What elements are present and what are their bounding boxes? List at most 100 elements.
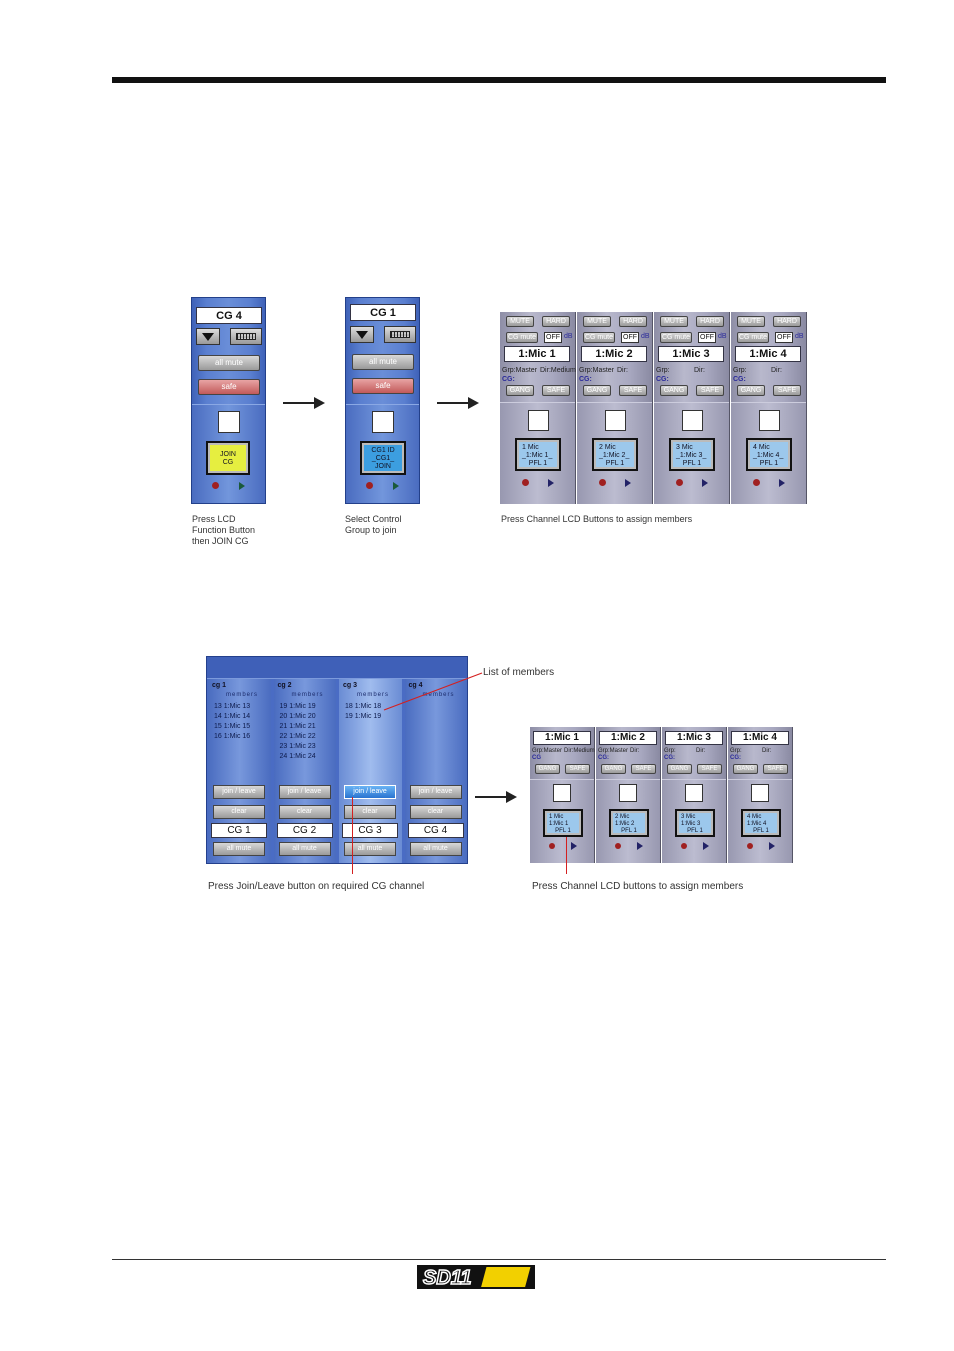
label-list-of-members: List of members — [483, 667, 555, 678]
channel-lcd-button[interactable]: 3 Mic_1:Mic 3_PFL 1 — [669, 438, 715, 471]
dropdown-arrow-icon[interactable] — [350, 326, 374, 343]
safe-button[interactable]: SAFE — [697, 764, 722, 774]
channel-name[interactable]: 1:Mic 3 — [658, 346, 724, 362]
lcd-function-button[interactable]: JOIN CG — [206, 441, 250, 475]
mute-button[interactable]: MUTE — [660, 316, 688, 327]
all-mute-button[interactable]: all mute — [409, 842, 462, 856]
cg-mute-button[interactable]: CG mute — [660, 332, 692, 343]
channel-lcd-button[interactable]: 4 Mic_1:Mic 4_PFL 1 — [746, 438, 792, 471]
keyboard-icon[interactable] — [230, 328, 262, 345]
member-item[interactable]: 18 1:Mic 18 — [345, 703, 382, 710]
join-leave-button[interactable]: join / leave — [213, 785, 265, 799]
gang-button[interactable]: GANG — [737, 385, 765, 396]
channel-name[interactable]: 1:Mic 4 — [731, 731, 789, 745]
channel-lcd-button[interactable]: 2 Mic_1:Mic 2_PFL 1 — [592, 438, 638, 471]
cg-name-box[interactable]: CG 4 — [196, 307, 262, 324]
safe-button[interactable]: SAFE — [565, 764, 590, 774]
mute-button[interactable]: MUTE — [737, 316, 765, 327]
lcd-function-button[interactable]: CG1 ID _CG1_ JOIN — [360, 441, 406, 475]
cg-name-box[interactable]: CG 4 — [407, 823, 464, 838]
join-leave-button[interactable]: join / leave — [278, 785, 331, 799]
safe-button[interactable]: SAFE — [773, 385, 801, 396]
all-mute-button[interactable]: all mute — [278, 842, 331, 856]
hard-button[interactable]: HARD — [696, 316, 724, 327]
member-item[interactable]: 13 1:Mic 13 — [214, 703, 251, 710]
select-key[interactable] — [685, 784, 703, 802]
channel-name[interactable]: 1:Mic 1 — [533, 731, 591, 745]
clear-button[interactable]: clear — [344, 805, 396, 819]
channel-name[interactable]: 1:Mic 2 — [599, 731, 657, 745]
mute-button[interactable]: MUTE — [506, 316, 534, 327]
select-key[interactable] — [682, 410, 703, 431]
safe-button[interactable]: safe — [352, 378, 414, 394]
gang-button[interactable]: GANG — [660, 385, 688, 396]
channel-lcd-button[interactable]: 1 Mic_1:Mic 1_PFL 1 — [515, 438, 561, 471]
member-item[interactable]: 23 1:Mic 23 — [279, 743, 316, 750]
join-leave-button[interactable]: join / leave — [409, 785, 462, 799]
gang-button[interactable]: GANG — [733, 764, 758, 774]
channel-name[interactable]: 1:Mic 3 — [665, 731, 723, 745]
safe-button[interactable]: safe — [198, 379, 260, 395]
clear-button[interactable]: clear — [409, 805, 462, 819]
dropdown-arrow-icon[interactable] — [196, 328, 220, 345]
member-item[interactable]: 21 1:Mic 21 — [279, 723, 316, 730]
safe-button[interactable]: SAFE — [631, 764, 656, 774]
cg-name-box[interactable]: CG 1 — [350, 304, 416, 321]
select-key[interactable] — [218, 411, 240, 433]
select-key[interactable] — [605, 410, 626, 431]
cg-name-box[interactable]: CG 1 — [211, 823, 267, 838]
select-key[interactable] — [751, 784, 769, 802]
safe-button[interactable]: SAFE — [542, 385, 570, 396]
member-item[interactable]: 19 1:Mic 19 — [345, 713, 382, 720]
gang-button[interactable]: GANG — [667, 764, 692, 774]
member-item[interactable]: 19 1:Mic 19 — [279, 703, 316, 710]
select-key[interactable] — [553, 784, 571, 802]
cg-mute-level[interactable]: OFF — [544, 332, 562, 343]
member-item[interactable]: 15 1:Mic 15 — [214, 723, 251, 730]
all-mute-button[interactable]: all mute — [344, 842, 396, 856]
clear-button[interactable]: clear — [213, 805, 265, 819]
cg-mute-button[interactable]: CG mute — [506, 332, 538, 343]
all-mute-button[interactable]: all mute — [352, 354, 414, 370]
cg-name-box[interactable]: CG 2 — [276, 823, 333, 838]
safe-button[interactable]: SAFE — [619, 385, 647, 396]
select-key[interactable] — [372, 411, 394, 433]
all-mute-button[interactable]: all mute — [213, 842, 265, 856]
safe-button[interactable]: SAFE — [696, 385, 724, 396]
clear-button[interactable]: clear — [278, 805, 331, 819]
cg-mute-button[interactable]: CG mute — [737, 332, 769, 343]
group-label: Grp:Master — [502, 367, 538, 374]
select-key[interactable] — [619, 784, 637, 802]
member-item[interactable]: 24 1:Mic 24 — [279, 753, 316, 760]
select-key[interactable] — [759, 410, 780, 431]
member-item[interactable]: 16 1:Mic 16 — [214, 733, 251, 740]
member-item[interactable]: 22 1:Mic 22 — [279, 733, 316, 740]
cg-mute-level[interactable]: OFF — [775, 332, 793, 343]
hard-button[interactable]: HARD — [773, 316, 801, 327]
channel-name[interactable]: 1:Mic 4 — [735, 346, 801, 362]
channel-name[interactable]: 1:Mic 1 — [504, 346, 570, 362]
select-key[interactable] — [528, 410, 549, 431]
cg-mute-level[interactable]: OFF — [621, 332, 639, 343]
mute-button[interactable]: MUTE — [583, 316, 611, 327]
cg-mute-level[interactable]: OFF — [698, 332, 716, 343]
hard-button[interactable]: HARD — [619, 316, 647, 327]
all-mute-button[interactable]: all mute — [198, 355, 260, 371]
cg-mute-button[interactable]: CG mute — [583, 332, 615, 343]
gang-button[interactable]: GANG — [506, 385, 534, 396]
member-item[interactable]: 20 1:Mic 20 — [279, 713, 316, 720]
gang-button[interactable]: GANG — [601, 764, 626, 774]
member-item[interactable]: 14 1:Mic 14 — [214, 713, 251, 720]
hard-button[interactable]: HARD — [542, 316, 570, 327]
gang-button[interactable]: GANG — [535, 764, 560, 774]
keyboard-icon[interactable] — [384, 326, 416, 343]
gang-button[interactable]: GANG — [583, 385, 611, 396]
channel-name[interactable]: 1:Mic 2 — [581, 346, 647, 362]
cg-name-box[interactable]: CG 3 — [342, 823, 398, 838]
safe-button[interactable]: SAFE — [763, 764, 788, 774]
join-leave-button[interactable]: join / leave — [344, 785, 396, 799]
